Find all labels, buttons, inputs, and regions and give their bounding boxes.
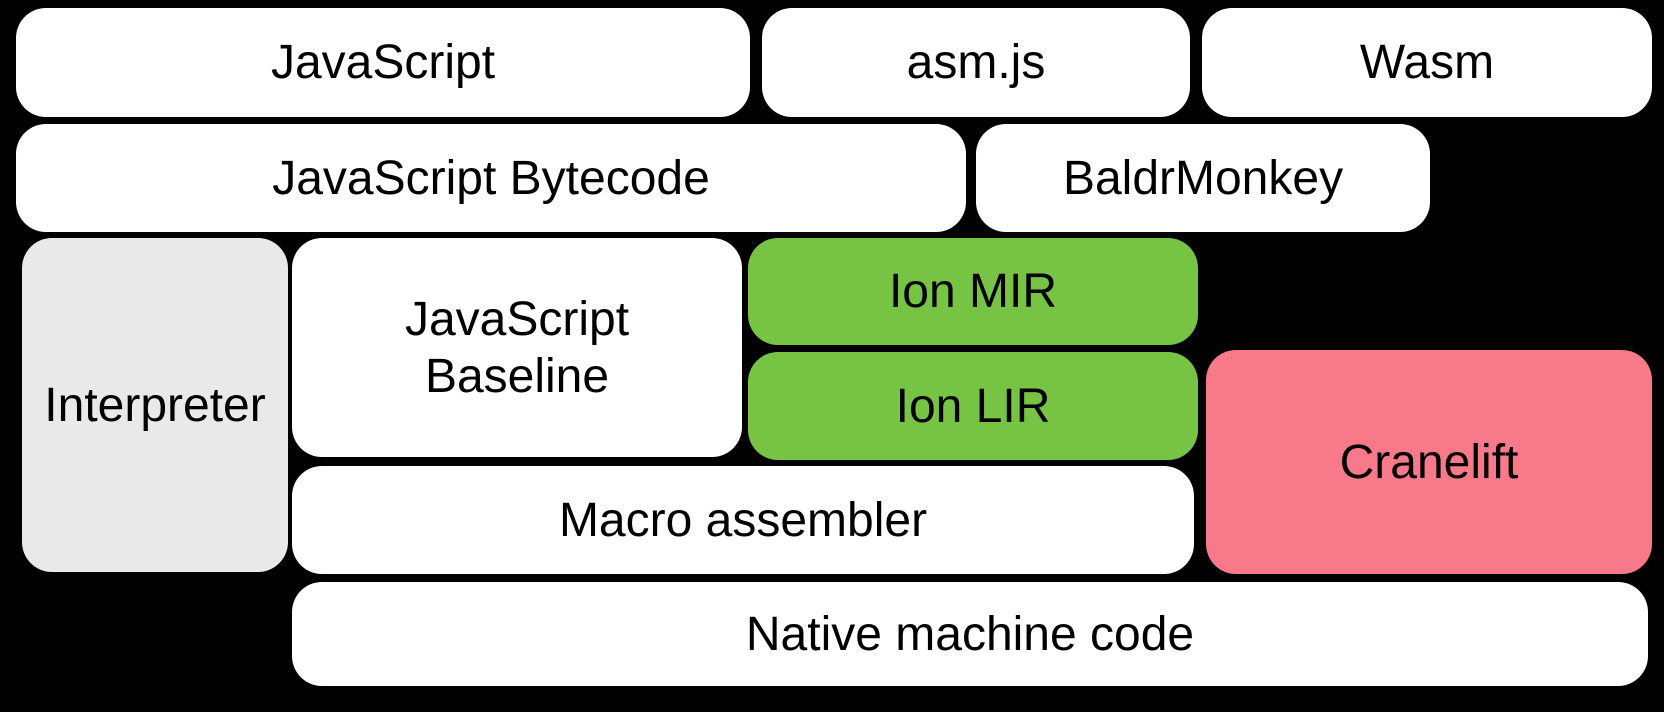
node-interpreter: Interpreter <box>22 238 288 572</box>
node-macro-assembler: Macro assembler <box>292 466 1194 574</box>
node-native-machine-code: Native machine code <box>292 582 1648 686</box>
node-cranelift: Cranelift <box>1206 350 1652 574</box>
node-baldrmonkey: BaldrMonkey <box>976 124 1430 232</box>
node-javascript: JavaScript <box>16 8 750 117</box>
node-ion-mir: Ion MIR <box>748 238 1198 345</box>
node-asmjs: asm.js <box>762 8 1190 117</box>
node-javascript-bytecode: JavaScript Bytecode <box>16 124 966 232</box>
node-ion-lir: Ion LIR <box>748 352 1198 460</box>
node-wasm: Wasm <box>1202 8 1652 117</box>
node-javascript-baseline: JavaScript Baseline <box>292 238 742 457</box>
